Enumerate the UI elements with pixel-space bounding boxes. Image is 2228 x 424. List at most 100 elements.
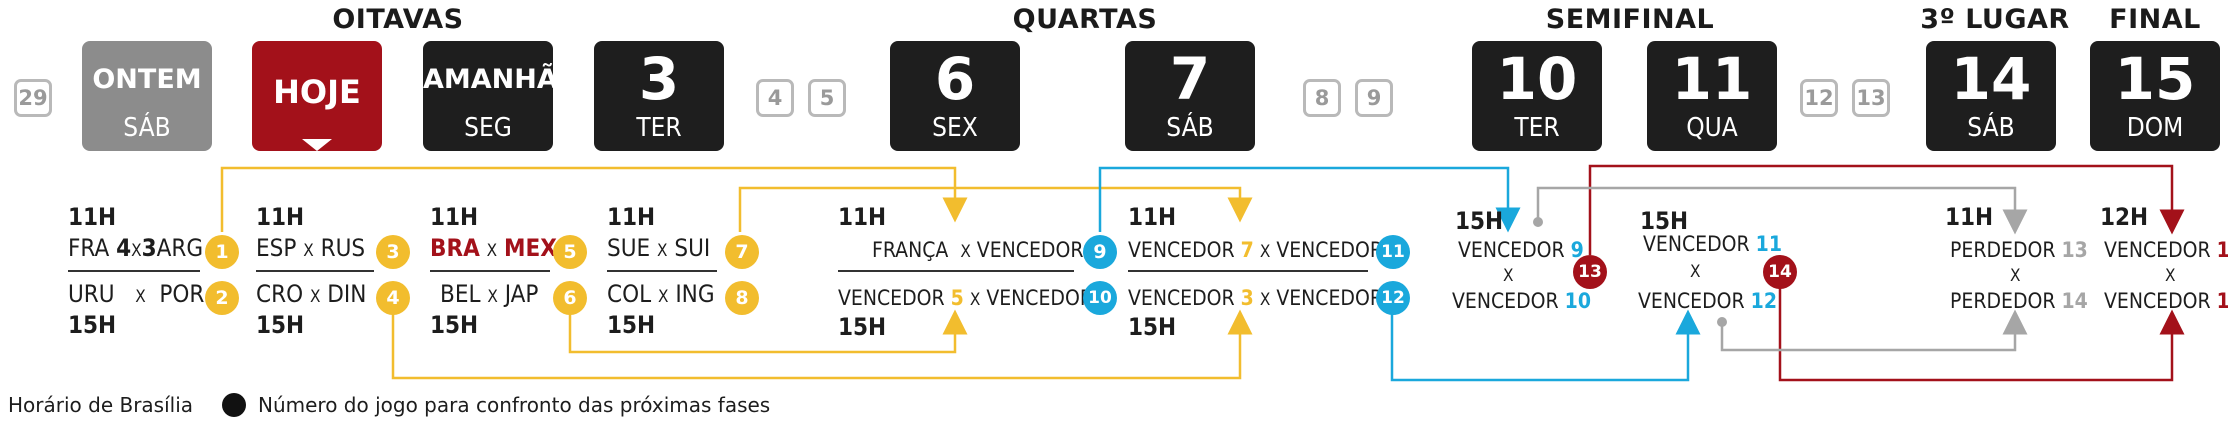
day-ontem-weekday: SÁB <box>123 113 171 143</box>
m2-x: X <box>135 287 146 307</box>
day-3: 3 TER <box>594 41 724 151</box>
day-ontem: ONTEM SÁB <box>82 41 212 151</box>
m3-x: X <box>303 241 314 261</box>
m8-home: COL <box>607 280 652 308</box>
date-12-box: 12 <box>1800 79 1838 117</box>
m1-line: FRA 4X3ARG <box>68 234 203 265</box>
date-9-box: 9 <box>1355 79 1393 117</box>
phase-quartas: QUARTAS <box>1012 4 1158 35</box>
final-x: X <box>2165 266 2176 286</box>
m1-x: X <box>131 241 142 261</box>
m5-home: BRA <box>430 234 480 262</box>
game-badge-3: 3 <box>376 235 410 269</box>
game-badge-13: 13 <box>1573 255 1607 289</box>
day-hoje-label: HOJE <box>273 73 361 111</box>
third-away-line: PERDEDOR 14 <box>1950 287 2088 315</box>
m10-away: VENCEDOR <box>986 286 1093 310</box>
day-hoje: HOJE <box>252 41 382 151</box>
m1-away-score: 3 <box>141 234 157 262</box>
m7-time: 11H <box>607 203 656 231</box>
day-11-weekday: QUA <box>1686 113 1738 143</box>
m1-time: 11H <box>68 203 117 231</box>
m13-x: X <box>1503 266 1514 286</box>
m7-away: SUI <box>674 234 711 262</box>
game-badge-12: 12 <box>1376 281 1410 315</box>
day-10-weekday: TER <box>1514 113 1560 143</box>
day-3-label: 3 <box>638 45 680 113</box>
day-14-label: 14 <box>1950 45 2032 113</box>
game-badge-10: 10 <box>1083 281 1117 315</box>
m13-home: VENCEDOR <box>1458 238 1565 262</box>
m9-divider <box>838 270 1074 272</box>
legend-timezone: Horário de Brasília <box>8 393 194 417</box>
date-29-box: 29 <box>14 79 52 117</box>
m14-away: VENCEDOR <box>1638 289 1745 313</box>
m5-time: 11H <box>430 203 479 231</box>
m5-line: BRA X MEX <box>430 234 557 265</box>
game-badge-1: 1 <box>205 235 239 269</box>
m11-line: VENCEDOR 7 X VENCEDOR 8 <box>1128 236 1402 266</box>
m10-home: VENCEDOR <box>838 286 945 310</box>
day-amanha-weekday: SEG <box>464 113 512 143</box>
m11-divider <box>1128 270 1368 272</box>
game-badge-8: 8 <box>725 281 759 315</box>
day-15-label: 15 <box>2114 45 2196 113</box>
game-badge-11: 11 <box>1376 235 1410 269</box>
m13-away: VENCEDOR <box>1452 289 1559 313</box>
date-13-box: 13 <box>1852 79 1890 117</box>
m9-time: 11H <box>838 203 887 231</box>
day-7: 7 SÁB <box>1125 41 1255 151</box>
phase-semifinal: SEMIFINAL <box>1545 4 1715 35</box>
m3-home: ESP <box>256 234 297 262</box>
day-15-weekday: DOM <box>2126 113 2184 143</box>
day-6-label: 6 <box>934 45 976 113</box>
date-8-box: 8 <box>1303 79 1341 117</box>
m11-home-num: 7 <box>1240 238 1254 262</box>
third-away-num: 14 <box>2061 289 2088 313</box>
day-3-weekday: TER <box>636 113 682 143</box>
m13-away-line: VENCEDOR 10 <box>1452 287 1591 315</box>
m7-home: SUE <box>607 234 651 262</box>
m10-time: 15H <box>838 313 887 341</box>
m2-away: POR <box>159 280 205 308</box>
day-6: 6 SEX <box>890 41 1020 151</box>
third-home: PERDEDOR <box>1950 238 2056 262</box>
m12-home: VENCEDOR <box>1128 286 1235 310</box>
m14-time: 15H <box>1640 207 1689 235</box>
game-badge-4: 4 <box>376 281 410 315</box>
m1-divider <box>68 270 200 272</box>
m5-divider <box>430 270 550 272</box>
final-home-num: 13 <box>2216 238 2228 262</box>
day-11-label: 11 <box>1671 45 1753 113</box>
m13-home-line: VENCEDOR 9 <box>1458 236 1584 264</box>
m9-line: FRANÇA X VENCEDOR 2 <box>872 236 1103 266</box>
m9-home: FRANÇA <box>872 238 949 262</box>
m13-home-num: 9 <box>1570 238 1584 262</box>
m3-line: ESP X RUS <box>256 234 365 265</box>
day-15: 15 DOM <box>2090 41 2220 151</box>
m4-line: CRO X DIN <box>256 280 366 311</box>
m1-home: FRA <box>68 234 110 262</box>
third-home-line: PERDEDOR 13 <box>1950 236 2088 264</box>
m4-time: 15H <box>256 311 305 339</box>
m6-away: JAP <box>504 280 539 308</box>
final-home: VENCEDOR <box>2104 238 2211 262</box>
m6-home: BEL <box>440 280 481 308</box>
game-badge-5: 5 <box>553 235 587 269</box>
day-7-weekday: SÁB <box>1166 113 1214 143</box>
day-10: 10 TER <box>1472 41 1602 151</box>
m14-home-num: 11 <box>1755 232 1782 256</box>
game-badge-2: 2 <box>205 281 239 315</box>
day-11: 11 QUA <box>1647 41 1777 151</box>
m13-time: 15H <box>1455 207 1504 235</box>
final-away-num: 14 <box>2216 289 2228 313</box>
day-10-label: 10 <box>1496 45 1578 113</box>
m5-away: MEX <box>504 234 557 262</box>
legend-game-number: Número do jogo para confronto das próxim… <box>258 393 771 417</box>
m10-line: VENCEDOR 5 X VENCEDOR 6 <box>838 284 1112 314</box>
m4-home: CRO <box>256 280 304 308</box>
m8-x: X <box>657 287 669 307</box>
third-time: 11H <box>1945 203 1994 231</box>
game-badge-9: 9 <box>1083 235 1117 269</box>
